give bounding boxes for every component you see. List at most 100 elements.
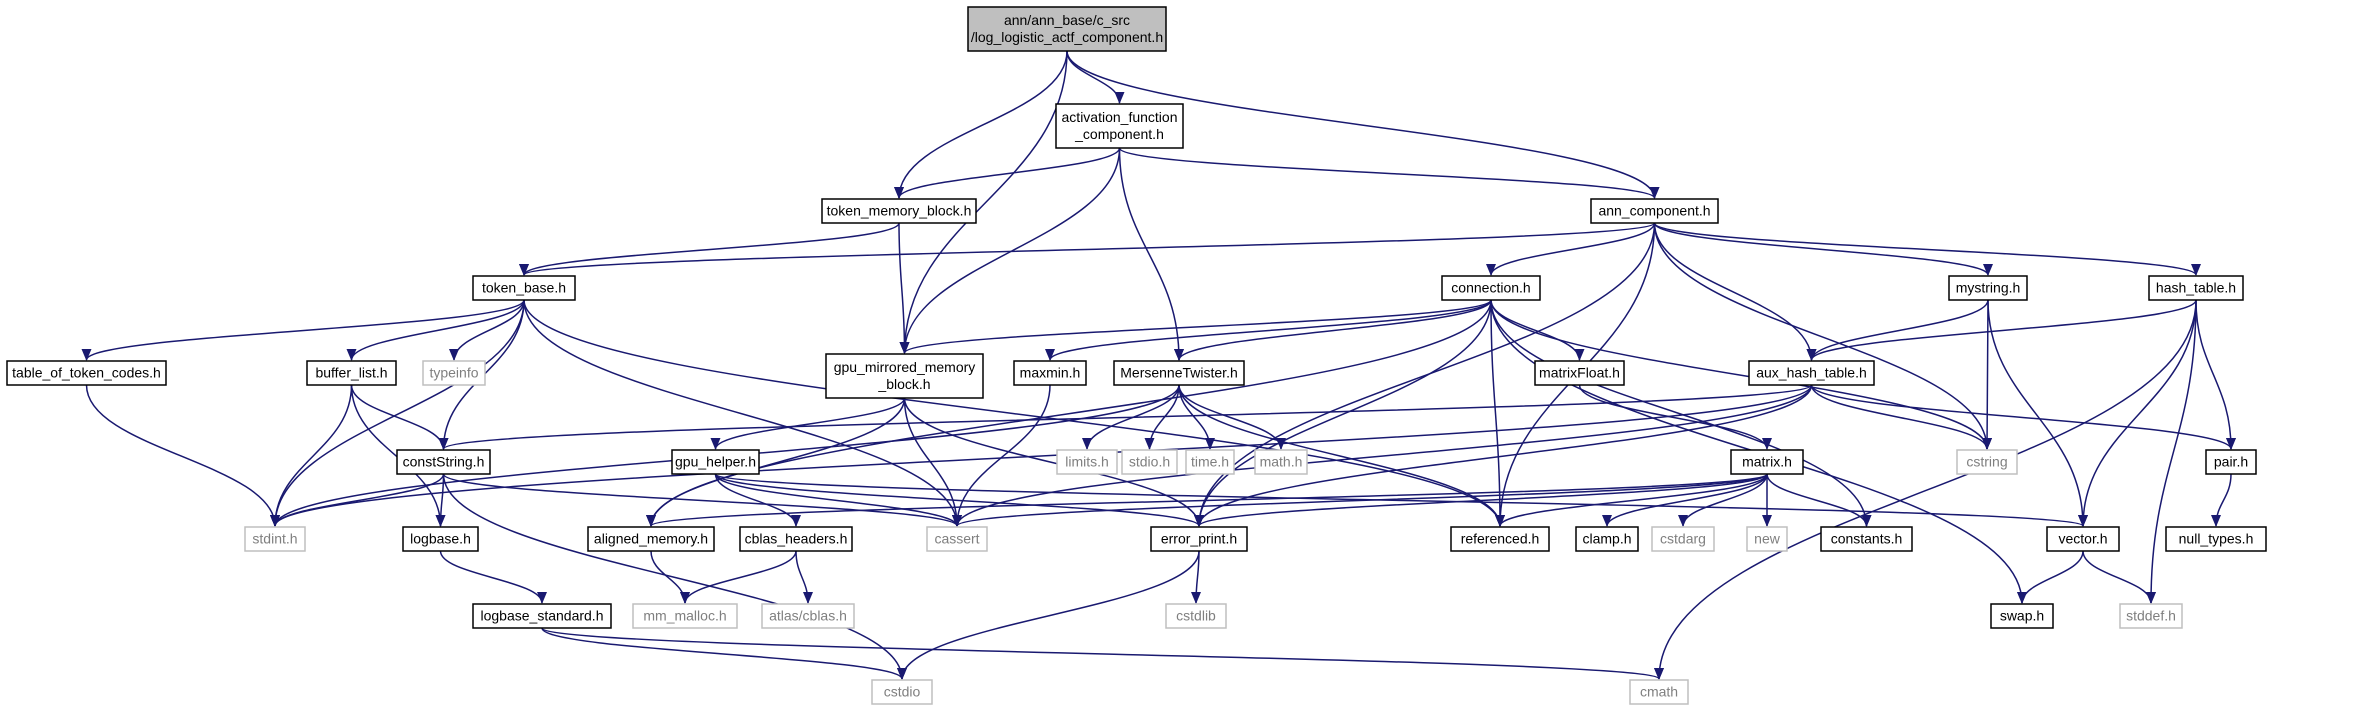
edge-aux-hash-table-to-pair (1810, 384, 2236, 450)
node-box (587, 526, 715, 552)
edge-cblas-headers-to-atlas-cblas (795, 550, 813, 604)
node-pair[interactable]: pair.h (2205, 449, 2257, 475)
node-root[interactable]: ann/ann_base/c_src/log_logistic_actf_com… (967, 6, 1167, 52)
node-table-of-token-codes[interactable]: table_of_token_codes.h (6, 360, 167, 386)
node-label: stddef.h (2126, 608, 2176, 624)
node-logbase-standard[interactable]: logbase_standard.h (472, 603, 612, 629)
node-box (1055, 103, 1184, 149)
node-matrix[interactable]: matrix.h (1730, 449, 1804, 475)
node-logbase[interactable]: logbase.h (402, 526, 479, 552)
node-constants[interactable]: constants.h (1820, 526, 1913, 552)
node-mystring[interactable]: mystring.h (1948, 275, 2028, 301)
node-box (244, 526, 306, 552)
edge-buffer-list-to-logbase (350, 384, 446, 527)
edge-connection-to-error-print (1194, 299, 1492, 527)
edge-mystring-to-cstring (1982, 299, 1993, 450)
node-hash-table[interactable]: hash_table.h (2148, 275, 2244, 301)
node-box (402, 526, 479, 552)
node-label: token_memory_block.h (827, 203, 972, 219)
node-box (2119, 603, 2183, 629)
edge-logbase-standard-to-cstdio (541, 627, 907, 680)
node-gpu-mirrored-memory-block[interactable]: gpu_mirrored_memory_block.h (825, 353, 984, 399)
node-box (1748, 360, 1875, 386)
node-box (1948, 275, 2028, 301)
edge-gpu-mirrored-memory-block-to-aligned-memory (646, 397, 906, 527)
edge-error-print-to-cstdlib (1191, 550, 1202, 604)
node-label: ann_component.h (1598, 203, 1710, 219)
node-box (2046, 526, 2120, 552)
node-cblas-headers[interactable]: cblas_headers.h (739, 526, 853, 552)
node-referenced[interactable]: referenced.h (1450, 526, 1550, 552)
node-label: new (1754, 531, 1781, 547)
edge-connection-to-mersennetwister (1174, 299, 1492, 361)
node-box (1013, 360, 1087, 386)
node-box (1629, 679, 1689, 705)
node-box (1121, 449, 1178, 475)
edge-conststring-to-cstdio (442, 473, 907, 680)
node-box (1820, 526, 1913, 552)
node-label: ann/ann_base/c_src (1004, 12, 1130, 28)
node-label: math.h (1260, 454, 1303, 470)
node-label: typeinfo (429, 365, 478, 381)
node-activation-function-component[interactable]: activation_function_component.h (1055, 103, 1184, 149)
edge-root-to-activation-function-component (1066, 50, 1125, 104)
node-conststring[interactable]: constString.h (396, 449, 491, 475)
node-time: time.h (1185, 449, 1235, 475)
node-label: swap.h (2000, 608, 2044, 624)
node-swap[interactable]: swap.h (1990, 603, 2054, 629)
nodes-layer: ann/ann_base/c_src/log_logistic_actf_com… (6, 6, 2267, 705)
node-vector[interactable]: vector.h (2046, 526, 2120, 552)
edge-pair-to-null-types (2211, 473, 2232, 527)
node-cassert: cassert (926, 526, 988, 552)
edge-token-base-to-typeinfo (449, 299, 525, 361)
node-box (6, 360, 167, 386)
node-aligned-memory[interactable]: aligned_memory.h (587, 526, 715, 552)
edge-matrix-to-cassert (952, 473, 1768, 527)
edge-matrix-to-constants (1766, 473, 1872, 527)
edge-matrixfloat-to-matrix (1578, 384, 1772, 450)
node-ann-component[interactable]: ann_component.h (1590, 198, 1719, 224)
edge-connection-to-referenced (1490, 299, 1505, 527)
node-connection[interactable]: connection.h (1441, 275, 1541, 301)
node-label: _component.h (1074, 126, 1164, 142)
node-label: hash_table.h (2156, 280, 2236, 296)
node-maxmin[interactable]: maxmin.h (1013, 360, 1087, 386)
node-token-base[interactable]: token_base.h (472, 275, 576, 301)
edge-buffer-list-to-stdint (270, 384, 353, 527)
edge-conststring-to-logbase (435, 473, 446, 527)
edge-matrix-to-error-print (1194, 473, 1768, 527)
node-token-memory-block[interactable]: token_memory_block.h (821, 198, 977, 224)
node-cmath: cmath (1629, 679, 1689, 705)
node-clamp[interactable]: clamp.h (1575, 526, 1639, 552)
node-buffer-list[interactable]: buffer_list.h (306, 360, 397, 386)
edge-gpu-helper-to-error-print (714, 473, 1204, 527)
node-box (739, 526, 853, 552)
edge-cblas-headers-to-mm-malloc (680, 550, 797, 604)
edge-activation-function-component-to-token-memory-block (894, 147, 1121, 199)
node-label: null_types.h (2179, 531, 2254, 547)
edge-logbase-standard-to-cmath (541, 627, 1664, 680)
node-cstdarg: cstdarg (1651, 526, 1715, 552)
node-label: limits.h (1065, 454, 1109, 470)
node-label: maxmin.h (1020, 365, 1081, 381)
node-box (1956, 449, 2018, 475)
node-mersennetwister[interactable]: MersenneTwister.h (1113, 360, 1245, 386)
node-box (472, 275, 576, 301)
edge-root-to-token-memory-block (894, 50, 1068, 199)
edge-token-base-to-referenced (523, 299, 1505, 527)
edge-ann-component-to-hash-table (1653, 222, 2201, 276)
edge-mersennetwister-to-stdio (1144, 384, 1180, 450)
node-gpu-helper[interactable]: gpu_helper.h (671, 449, 760, 475)
node-matrixfloat[interactable]: matrixFloat.h (1534, 360, 1625, 386)
edge-table-of-token-codes-to-stdint (85, 384, 280, 527)
edge-token-memory-block-to-token-base (519, 222, 900, 276)
node-box (1150, 526, 1248, 552)
node-box (2165, 526, 2267, 552)
edge-connection-to-cstring (1490, 299, 1992, 450)
edge-aux-hash-table-to-conststring (439, 384, 1813, 450)
node-box (761, 603, 855, 629)
node-error-print[interactable]: error_print.h (1150, 526, 1248, 552)
node-null-types[interactable]: null_types.h (2165, 526, 2267, 552)
node-aux-hash-table[interactable]: aux_hash_table.h (1748, 360, 1875, 386)
